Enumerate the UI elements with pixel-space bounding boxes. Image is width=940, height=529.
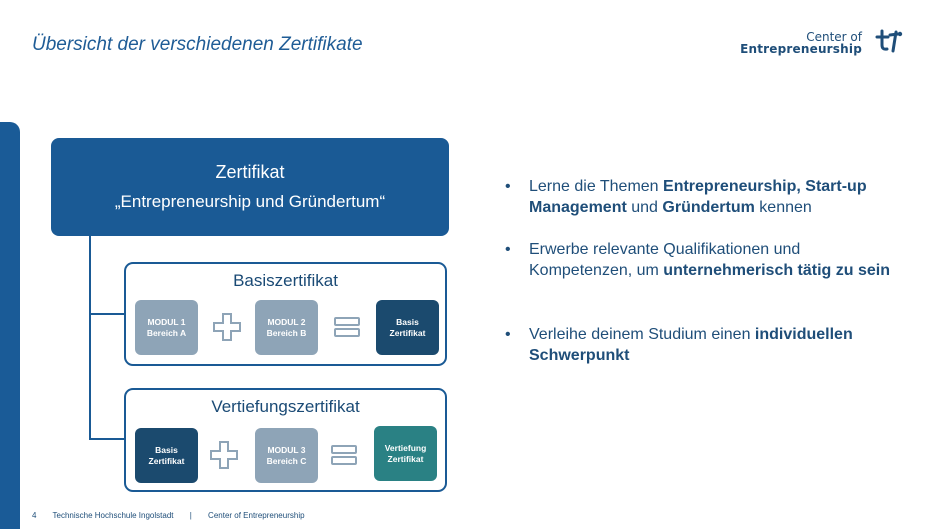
bullet-dot: • bbox=[505, 241, 511, 258]
list-item: • Erwerbe relevante Qualifikationen und … bbox=[505, 241, 891, 279]
tile-sublabel: Zertifikat bbox=[387, 453, 424, 464]
equals-icon bbox=[331, 445, 357, 465]
tile-label: Vertiefung bbox=[384, 442, 427, 453]
bullet-dot: • bbox=[505, 178, 511, 195]
tree-connector-vertical bbox=[89, 236, 91, 440]
certificate-header-box: Zertifikat „Entrepreneurship und Gründer… bbox=[51, 138, 449, 236]
certificate-name: „Entrepreneurship und Gründertum“ bbox=[114, 192, 386, 211]
modul-1-tile: MODUL 1 Bereich A bbox=[135, 300, 198, 355]
certificate-title: Zertifikat bbox=[215, 162, 285, 182]
tile-label: MODUL 2 bbox=[267, 316, 306, 327]
modul-2-tile: MODUL 2 Bereich B bbox=[255, 300, 318, 355]
tile-sublabel: Zertifikat bbox=[148, 455, 185, 466]
vertiefungszertifikat-title: Vertiefungszertifikat bbox=[211, 397, 360, 416]
modul-3-tile: MODUL 3 Bereich C bbox=[255, 428, 318, 483]
left-accent-bar bbox=[0, 122, 20, 529]
tile-sublabel: Bereich B bbox=[266, 327, 307, 338]
tile-sublabel: Bereich A bbox=[146, 327, 187, 338]
tile-label: MODUL 1 bbox=[147, 316, 186, 327]
equals-icon bbox=[334, 317, 360, 337]
tile-sublabel: Bereich C bbox=[266, 455, 307, 466]
basis-zertifikat-input-tile: Basis Zertifikat bbox=[135, 428, 198, 483]
basiszertifikat-title: Basiszertifikat bbox=[233, 271, 338, 290]
slide-title: Übersicht der verschiedenen Zertifikate bbox=[32, 34, 363, 55]
footer-unit: Center of Entrepreneurship bbox=[208, 511, 305, 520]
vertiefung-zertifikat-result-tile: Vertiefung Zertifikat bbox=[374, 426, 437, 481]
tile-label: Basis bbox=[155, 444, 178, 455]
center-of-entrepreneurship-logo: Center of Entrepreneurship bbox=[740, 28, 916, 60]
tile-sublabel: Zertifikat bbox=[389, 327, 426, 338]
page-number: 4 bbox=[32, 511, 37, 520]
logo-line-2: Entrepreneurship bbox=[740, 42, 862, 56]
footer-separator: | bbox=[189, 511, 192, 520]
list-item: • Verleihe deinem Studium einen individu… bbox=[505, 326, 853, 364]
tree-connector-vertiefung bbox=[89, 438, 125, 440]
footer-institution: Technische Hochschule Ingolstadt bbox=[52, 511, 174, 520]
basiszertifikat-panel: Basiszertifikat MODUL 1 Bereich A MODUL … bbox=[124, 262, 447, 366]
slide-footer: 4 Technische Hochschule Ingolstadt | Cen… bbox=[32, 511, 319, 520]
plus-icon bbox=[213, 313, 241, 341]
tile-label: Basis bbox=[396, 316, 419, 327]
tree-connector-basis bbox=[89, 313, 125, 315]
tile-label: MODUL 3 bbox=[267, 444, 306, 455]
vertiefungszertifikat-panel: Vertiefungszertifikat Basis Zertifikat M… bbox=[124, 388, 447, 492]
logo-line-1: Center of bbox=[806, 30, 862, 44]
basis-zertifikat-result-tile: Basis Zertifikat bbox=[376, 300, 439, 355]
thi-logo-icon bbox=[875, 29, 903, 53]
bullet-dot: • bbox=[505, 326, 511, 343]
list-item: • Lerne die Themen Entrepreneurship, Sta… bbox=[505, 178, 867, 216]
plus-icon bbox=[210, 441, 238, 469]
